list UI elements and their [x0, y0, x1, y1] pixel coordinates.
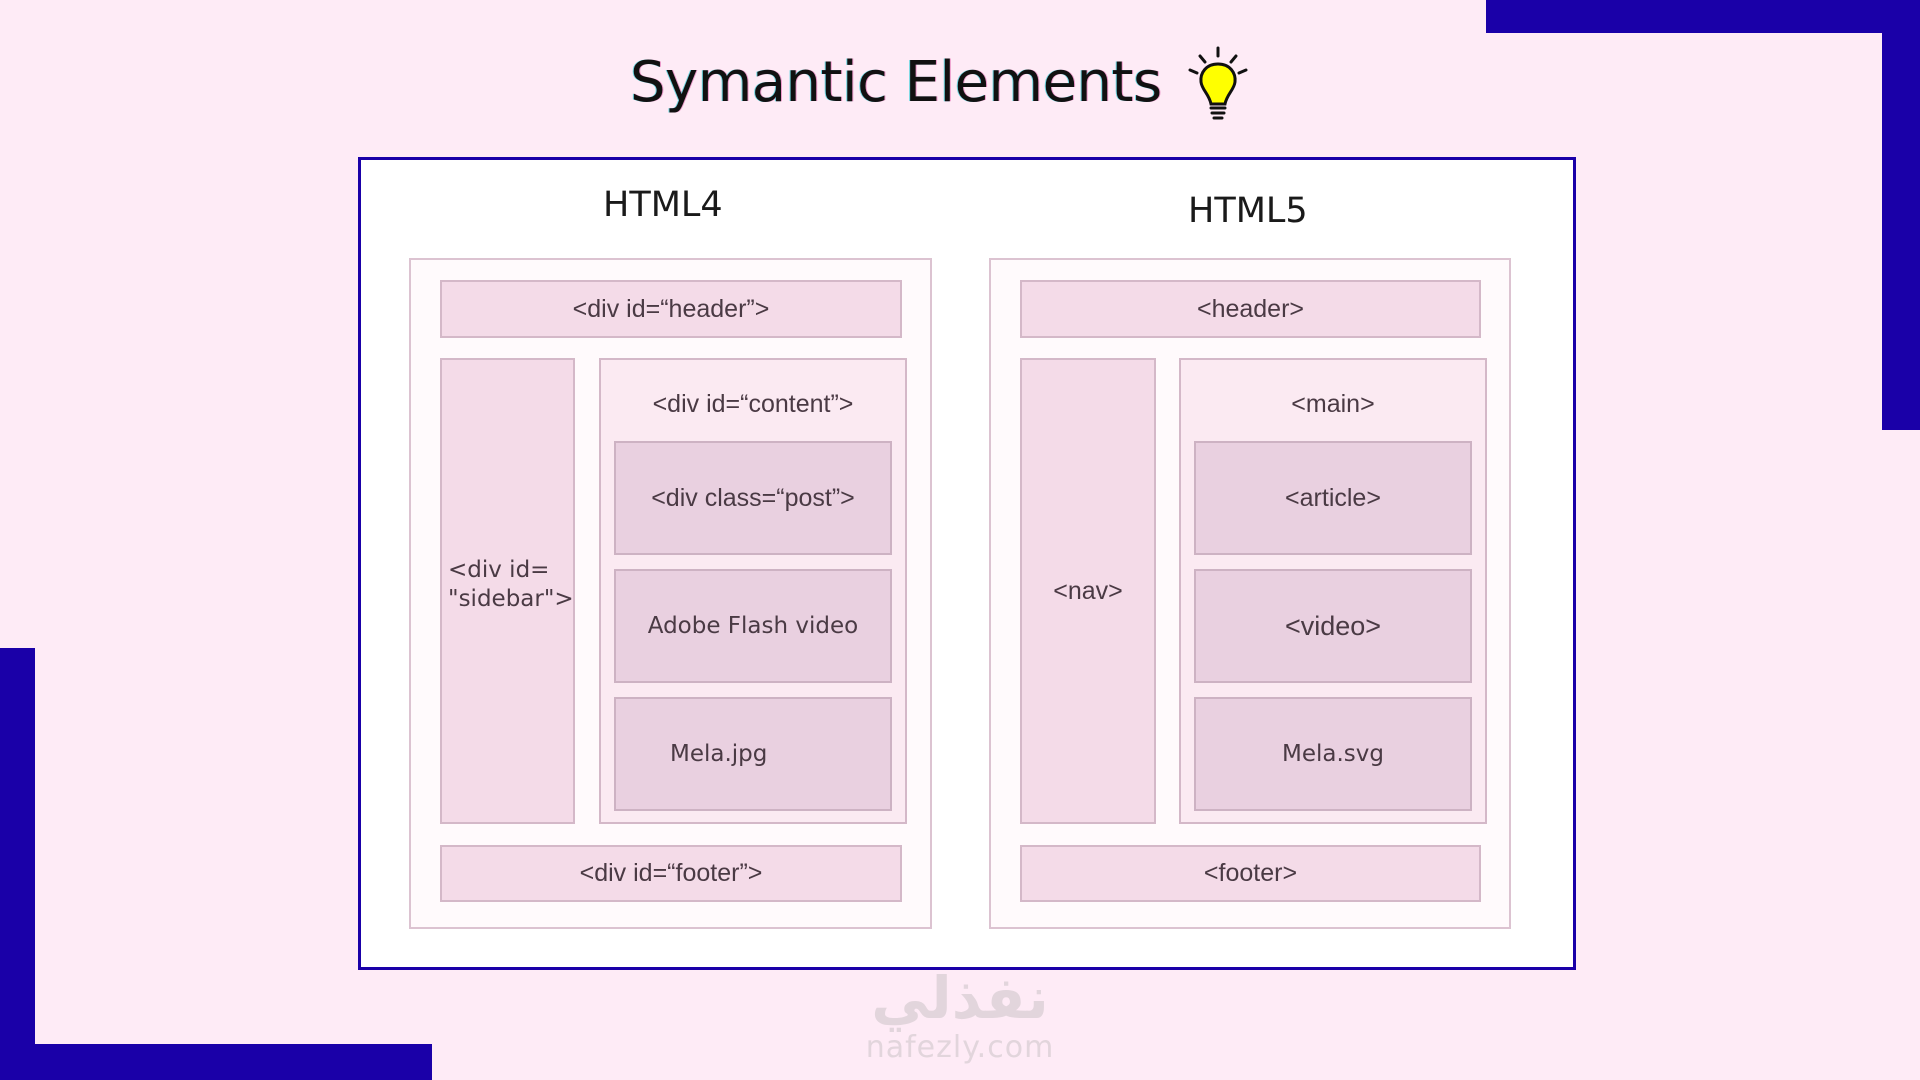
- html4-footer-box: <div id=“footer”>: [440, 845, 902, 902]
- html4-flash-video-box: Adobe Flash video: [614, 569, 892, 683]
- html4-post-label: <div class=“post”>: [651, 483, 855, 512]
- html4-header-box: <div id=“header”>: [440, 280, 902, 338]
- html5-image-label: Mela.svg: [1282, 741, 1384, 767]
- watermark-arabic: نفذلي: [871, 964, 1049, 1032]
- html4-sidebar-label: <div id= "sidebar">: [448, 557, 574, 612]
- html5-footer-box: <footer>: [1020, 845, 1481, 902]
- slide-title: Symantic Elements: [630, 50, 1162, 115]
- html5-video-box: <video>: [1194, 569, 1472, 683]
- lightbulb-icon: [1188, 46, 1248, 120]
- html4-header-label: <div id=“header”>: [572, 294, 770, 323]
- corner-bracket-top-vertical: [1882, 0, 1920, 430]
- html5-nav-label: <nav>: [1053, 576, 1123, 605]
- html4-image-label: Mela.jpg: [670, 741, 768, 767]
- html4-post-box: <div class=“post”>: [614, 441, 892, 555]
- corner-bracket-bottom-vertical: [0, 648, 35, 1080]
- html4-image-box: Mela.jpg: [614, 697, 892, 811]
- html5-heading: HTML5: [1188, 191, 1308, 231]
- html5-header-label: <header>: [1196, 294, 1305, 323]
- watermark: نفذلي nafezly.com: [835, 965, 1085, 1065]
- watermark-url: nafezly.com: [865, 1030, 1055, 1065]
- corner-bracket-bottom-horizontal: [0, 1044, 432, 1080]
- html4-footer-label: <div id=“footer”>: [579, 859, 763, 887]
- html4-flash-video-label: Adobe Flash video: [647, 613, 859, 639]
- html5-footer-label: <footer>: [1203, 859, 1298, 887]
- html4-content-label: <div id=“content”>: [652, 390, 854, 418]
- html4-sidebar-box: <div id= "sidebar">: [440, 358, 575, 824]
- html5-main-label: <main>: [1291, 390, 1375, 418]
- corner-bracket-top-horizontal: [1486, 0, 1920, 33]
- html5-article-box: <article>: [1194, 441, 1472, 555]
- html5-nav-box: <nav>: [1020, 358, 1156, 824]
- html5-article-label: <article>: [1285, 483, 1381, 512]
- html5-video-label: <video>: [1284, 610, 1382, 641]
- html5-header-box: <header>: [1020, 280, 1481, 338]
- html4-heading: HTML4: [603, 185, 723, 225]
- html5-image-box: Mela.svg: [1194, 697, 1472, 811]
